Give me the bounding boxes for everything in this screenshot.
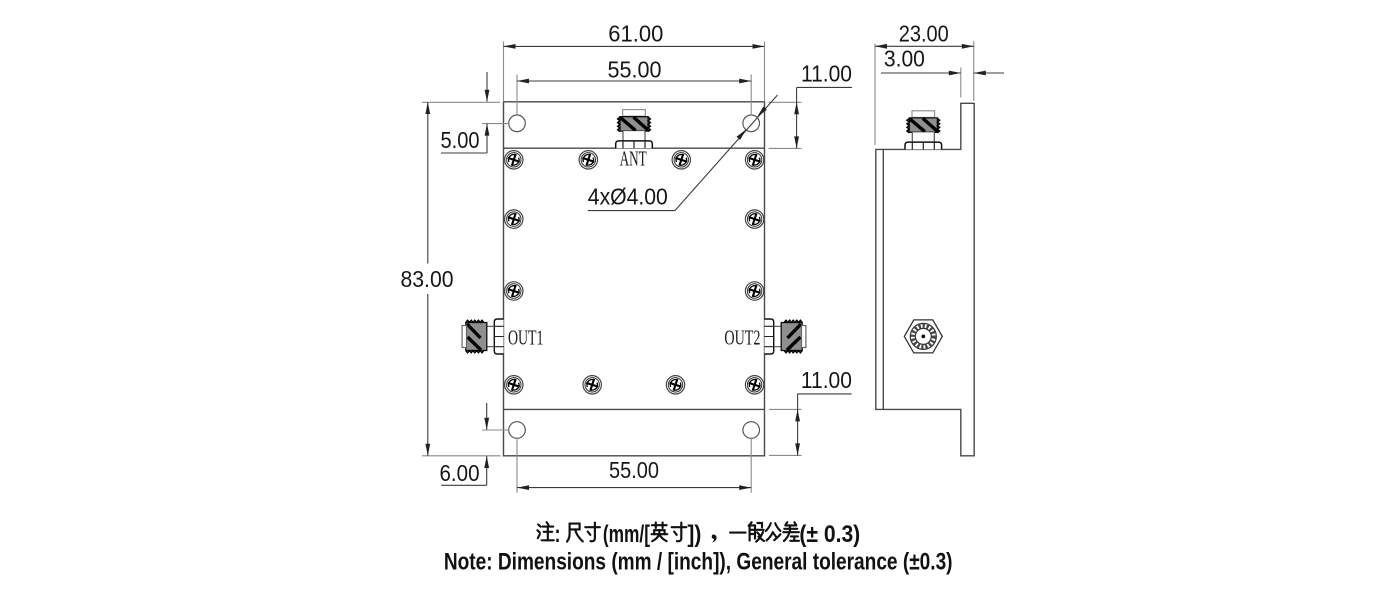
- svg-text:]): ]): [687, 521, 701, 548]
- svg-text:Note: Dimensions (mm / [inch]): Note: Dimensions (mm / [inch]), General …: [444, 549, 953, 576]
- svg-text:23.00: 23.00: [899, 20, 949, 46]
- svg-text:3.00: 3.00: [884, 45, 925, 71]
- svg-text:ANT: ANT: [620, 147, 647, 171]
- svg-text:11.00: 11.00: [801, 367, 852, 393]
- svg-text:55.00: 55.00: [609, 457, 659, 483]
- svg-text:55.00: 55.00: [608, 57, 662, 83]
- svg-text:(± 0.3): (± 0.3): [799, 521, 860, 548]
- svg-text:83.00: 83.00: [401, 266, 454, 292]
- svg-text:OUT2: OUT2: [724, 326, 760, 350]
- svg-text:11.00: 11.00: [801, 61, 852, 87]
- svg-text:5.00: 5.00: [441, 127, 480, 153]
- svg-text:OUT1: OUT1: [508, 326, 544, 350]
- svg-text:(mm/[: (mm/[: [603, 521, 650, 548]
- svg-text:61.00: 61.00: [608, 21, 663, 47]
- svg-text:4xØ4.00: 4xØ4.00: [588, 184, 668, 210]
- svg-text::: :: [555, 521, 561, 548]
- svg-text:6.00: 6.00: [440, 460, 480, 486]
